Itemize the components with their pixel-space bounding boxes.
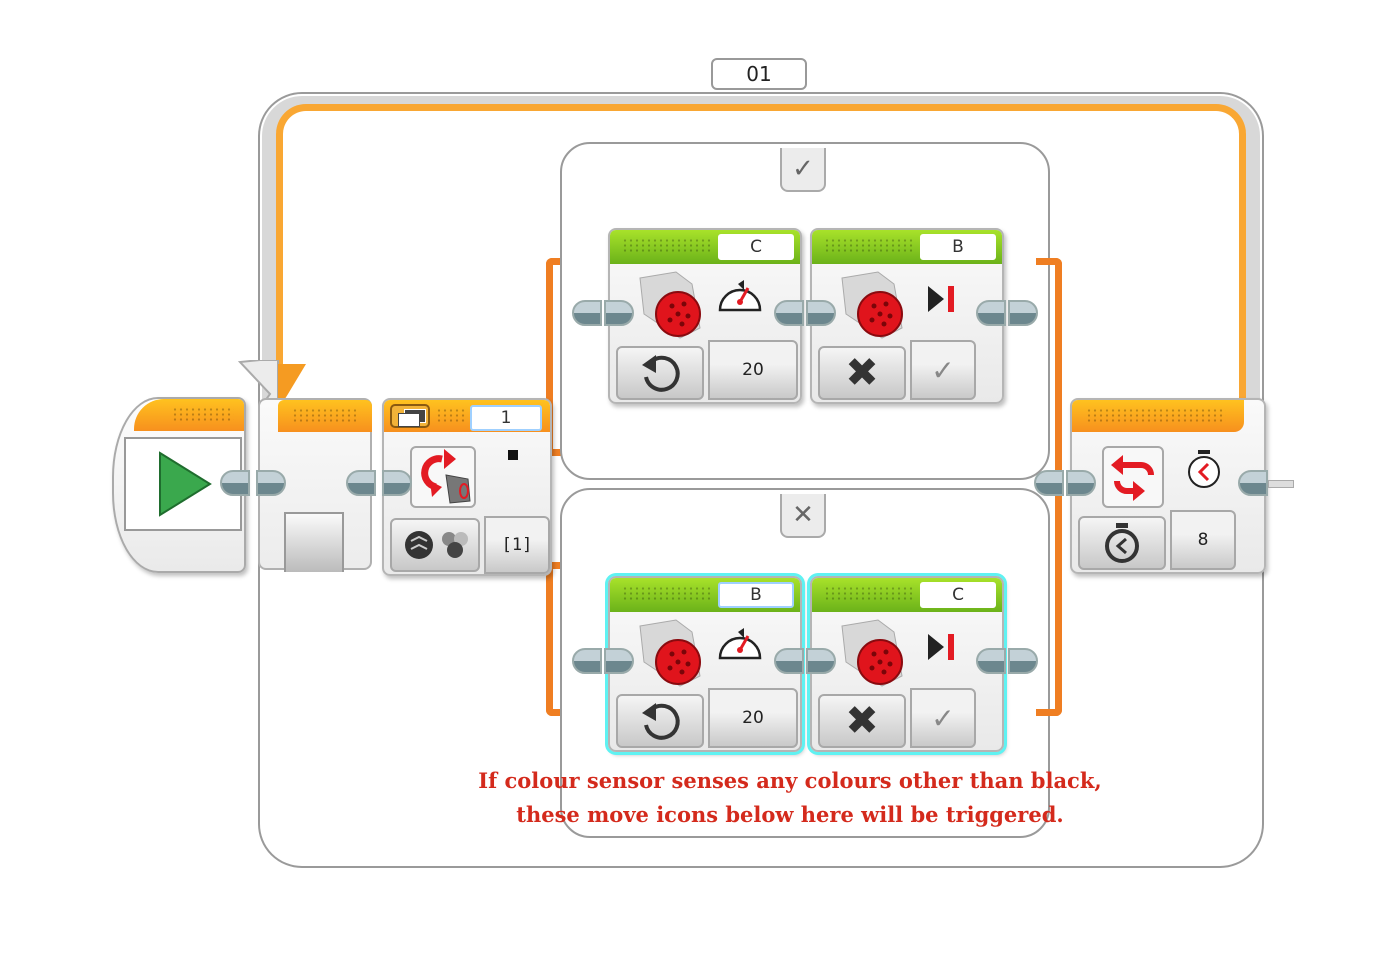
rotate-icon [642, 703, 680, 740]
switch-value-field[interactable]: [1] [484, 516, 550, 574]
motor-port-selector[interactable]: B [920, 234, 996, 260]
motor-power-field[interactable]: 20 [708, 340, 798, 400]
colour-measure-icon [405, 531, 468, 559]
grip-dots [824, 238, 914, 254]
grip-dots [824, 586, 914, 602]
rotate-icon [642, 355, 680, 392]
motor-b2-output-plug[interactable] [774, 648, 804, 674]
switch-mode-selector[interactable] [410, 446, 476, 508]
switch-port-selector[interactable]: 1 [470, 405, 542, 431]
loop-end-header [1072, 400, 1244, 432]
colour-sensor-switch-icon [421, 449, 471, 504]
motor-block-header: C [812, 578, 1002, 612]
loop-start-pad [284, 512, 344, 572]
brake-icon [928, 634, 954, 660]
loop-start-header [278, 400, 372, 432]
case-false-output-plug[interactable] [1008, 648, 1038, 674]
loop-timer-mode-button[interactable] [1078, 516, 1166, 570]
motor-block-header: B [812, 230, 1002, 264]
start-block-header [134, 399, 244, 431]
large-motor-icon [841, 271, 903, 339]
motor-c-output-plug[interactable] [774, 300, 804, 326]
motor-port-selector[interactable]: C [920, 582, 996, 608]
motor-port-selector[interactable]: C [718, 234, 794, 260]
case-true-output-plug[interactable] [1008, 300, 1038, 326]
loop-mode-selector[interactable] [1102, 446, 1164, 508]
large-motor-icon [639, 271, 701, 339]
motor-c2-output-plug[interactable] [976, 648, 1006, 674]
case-tab-false[interactable]: ✕ [780, 494, 826, 538]
motor-c2-input-plug[interactable] [806, 648, 836, 674]
grip-dots [292, 408, 356, 424]
motor-block-b-on[interactable]: B 20 [608, 576, 802, 752]
timer-icon [1188, 450, 1220, 488]
motor-block-b-off[interactable]: B ✖ ✓ [810, 228, 1004, 404]
loop-sequence-wire [276, 104, 1246, 434]
sequence-wire-out [1268, 480, 1294, 488]
switch-input-plug[interactable] [382, 470, 412, 496]
motor-b2-input-plug[interactable] [604, 648, 634, 674]
large-motor-icon [639, 619, 701, 687]
motor-mode-off-button[interactable]: ✖ [818, 694, 906, 748]
loop-input-plug[interactable] [256, 470, 286, 496]
loop-seconds-field[interactable]: 8 [1170, 510, 1236, 570]
checkmark-icon: ✓ [792, 154, 814, 184]
switch-block[interactable]: 1 [1] [382, 398, 552, 576]
loop-name-label[interactable]: 01 [711, 58, 807, 90]
case-tab-true[interactable]: ✓ [780, 148, 826, 192]
speedometer-icon [718, 280, 762, 312]
motor-block-c-on[interactable]: C 20 [608, 228, 802, 404]
motor-block-c-off[interactable]: C ✖ ✓ [810, 576, 1004, 752]
annotation-comment: If colour sensor senses any colours othe… [470, 764, 1110, 832]
loop-end-input-plug[interactable] [1066, 470, 1096, 496]
case-false-input-plug[interactable] [572, 648, 602, 674]
checkmark-icon: ✓ [931, 701, 955, 735]
grip-dots [622, 238, 712, 254]
grip-dots [622, 586, 712, 602]
motor-block-header: C [610, 230, 800, 264]
brake-at-end-field[interactable]: ✓ [910, 340, 976, 400]
grip-dots [1086, 408, 1226, 424]
x-icon: ✖ [845, 350, 879, 396]
loop-output-plug[interactable] [1238, 470, 1268, 496]
motor-mode-off-button[interactable]: ✖ [818, 346, 906, 400]
checkmark-icon: ✓ [931, 353, 955, 387]
motor-port-selector[interactable]: B [718, 582, 794, 608]
loop-start-output-plug[interactable] [346, 470, 376, 496]
motor-b-output-plug[interactable] [976, 300, 1006, 326]
motor-c-input-plug[interactable] [604, 300, 634, 326]
large-motor-icon [841, 619, 903, 687]
loop-end-block[interactable]: 8 [1070, 398, 1266, 574]
motor-mode-on-button[interactable] [616, 694, 704, 748]
grip-dots [172, 407, 234, 423]
black-square-indicator [508, 450, 518, 460]
loop-repeat-icon [1111, 455, 1154, 501]
motor-power-field[interactable]: 20 [708, 688, 798, 748]
annotation-line-2: these move icons below here will be trig… [516, 802, 1064, 827]
speedometer-icon [718, 628, 762, 660]
play-icon [159, 451, 212, 517]
motor-block-header: B [610, 578, 800, 612]
brake-at-end-field[interactable]: ✓ [910, 688, 976, 748]
motor-mode-on-button[interactable] [616, 346, 704, 400]
motor-b-input-plug[interactable] [806, 300, 836, 326]
case-true-input-plug[interactable] [572, 300, 602, 326]
switch-header: 1 [384, 400, 550, 432]
switch-view-toggle[interactable] [390, 404, 430, 428]
switch-compare-mode-button[interactable] [390, 518, 480, 572]
start-output-plug[interactable] [220, 470, 250, 496]
grip-dots [436, 408, 466, 424]
stopwatch-icon [1105, 523, 1139, 563]
x-icon: ✕ [792, 500, 814, 530]
switch-output-plug[interactable] [1034, 470, 1064, 496]
annotation-line-1: If colour sensor senses any colours othe… [478, 768, 1102, 793]
brake-icon [928, 286, 954, 312]
x-icon: ✖ [845, 698, 879, 744]
